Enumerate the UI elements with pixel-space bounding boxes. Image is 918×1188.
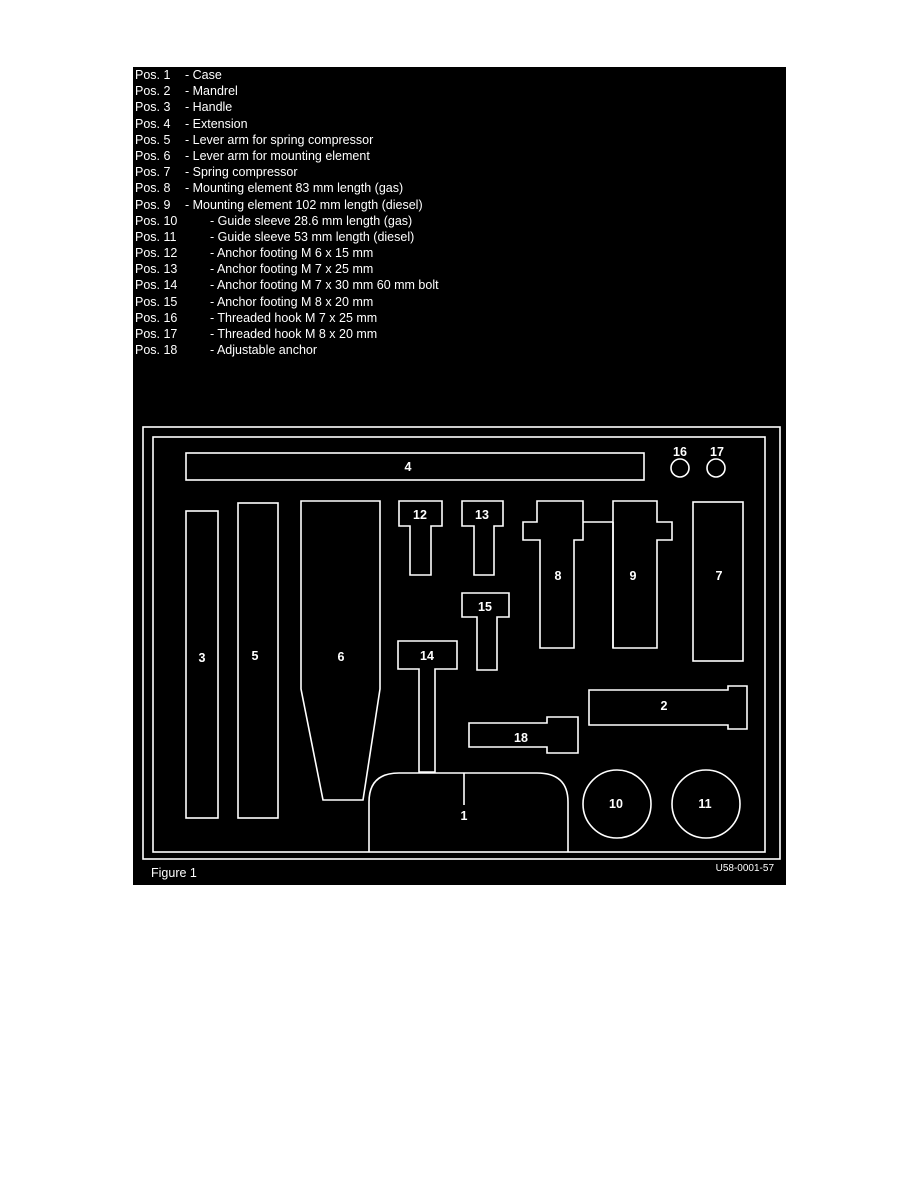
slot-anchor-footing-m6	[398, 500, 443, 576]
legend-pos: Pos. 17	[135, 327, 178, 341]
legend-pos: Pos. 4	[135, 116, 171, 131]
legend-item: Pos. 3 - Handle	[135, 99, 775, 115]
slot-anchor-footing-m8	[461, 592, 510, 671]
position-legend: Pos. 1 - Case Pos. 2 - Mandrel Pos. 3 - Han…	[135, 67, 775, 358]
legend-pos: Pos. 10	[135, 213, 178, 228]
slot-extension	[185, 452, 645, 481]
legend-pos: Pos. 15	[135, 294, 178, 309]
legend-pos: Pos. 8	[135, 181, 171, 196]
slot-lever-arm-spring	[237, 502, 279, 819]
label-18: 18	[514, 731, 528, 745]
slot-handle	[185, 510, 219, 819]
legend-desc: - Threaded hook M 8 x 20 mm	[210, 327, 378, 341]
legend-desc: - Extension	[185, 116, 248, 131]
slot-guide-sleeve-gas	[582, 769, 652, 839]
legend-item: Pos. 7 - Spring compressor	[135, 164, 775, 180]
legend-pos: Pos. 7	[135, 165, 171, 180]
legend-pos: Pos. 12	[135, 246, 178, 261]
legend-item: Pos. 6 - Lever arm for mounting element	[135, 148, 775, 164]
tool-case-figure: Pos. 1 - Case Pos. 2 - Mandrel Pos. 3 - Han…	[133, 67, 786, 885]
label-8: 8	[555, 569, 562, 583]
label-12: 12	[413, 508, 427, 522]
legend-item: Pos. 15 - Anchor footing M 8 x 20 mm	[135, 294, 775, 310]
legend-pos: Pos. 6	[135, 148, 171, 163]
slot-anchor-footing-m7	[461, 500, 504, 576]
legend-item: Pos. 12 - Anchor footing M 6 x 15 mm	[135, 245, 775, 261]
legend-pos: Pos. 13	[135, 262, 178, 277]
legend-pos: Pos. 2	[135, 84, 171, 99]
slot-anchor-footing-m7-bolt	[397, 640, 458, 773]
legend-desc: - Guide sleeve 53 mm length (diesel)	[210, 229, 415, 244]
legend-desc: - Mounting element 83 mm length (gas)	[185, 181, 404, 196]
slot-spring-compressor	[692, 501, 744, 662]
legend-desc: - Anchor footing M 8 x 20 mm	[210, 294, 374, 309]
legend-item: Pos. 9 - Mounting element 102 mm length (…	[135, 197, 775, 213]
slot-threaded-hook-m8	[706, 458, 726, 478]
label-17: 17	[710, 445, 724, 459]
label-6: 6	[338, 650, 345, 664]
legend-desc: - Anchor footing M 7 x 30 mm 60 mm bolt	[210, 278, 439, 293]
label-14: 14	[420, 649, 434, 663]
slot-lever-arm-mounting	[300, 500, 381, 801]
label-13: 13	[475, 508, 489, 522]
legend-pos: Pos. 18	[135, 343, 178, 358]
legend-item: Pos. 4 - Extension	[135, 116, 775, 132]
label-3: 3	[199, 651, 206, 665]
legend-item: Pos. 18 - Adjustable anchor	[135, 342, 775, 358]
legend-item: Pos. 17 - Threaded hook M 8 x 20 mm	[135, 326, 775, 342]
label-7: 7	[716, 569, 723, 583]
legend-desc: - Anchor footing M 7 x 25 mm	[210, 262, 374, 277]
legend-item: Pos. 14 - Anchor footing M 7 x 30 mm 60 m…	[135, 277, 775, 293]
legend-pos: Pos. 16	[135, 310, 178, 325]
legend-desc: - Threaded hook M 7 x 25 mm	[210, 310, 378, 325]
legend-pos: Pos. 1	[135, 68, 171, 82]
legend-pos: Pos. 5	[135, 132, 171, 147]
legend-desc: - Anchor footing M 6 x 15 mm	[210, 246, 374, 261]
slot-mandrel	[588, 685, 748, 730]
legend-desc: - Lever arm for mounting element	[185, 148, 370, 163]
label-5: 5	[252, 649, 259, 663]
legend-desc: - Handle	[185, 100, 233, 115]
slot-threaded-hook-m7	[670, 458, 690, 478]
case-center-recess	[368, 772, 569, 852]
legend-item: Pos. 5 - Lever arm for spring compressor	[135, 132, 775, 148]
legend-item: Pos. 13 - Anchor footing M 7 x 25 mm	[135, 261, 775, 277]
legend-item: Pos. 8 - Mounting element 83 mm length (g…	[135, 180, 775, 196]
label-9: 9	[630, 569, 637, 583]
legend-pos: Pos. 11	[135, 229, 177, 244]
legend-desc: - Lever arm for spring compressor	[185, 132, 374, 147]
legend-desc: - Mandrel	[185, 84, 238, 99]
legend-pos: Pos. 3	[135, 100, 171, 115]
case-outer-border	[142, 426, 781, 860]
legend-item: Pos. 1 - Case	[135, 67, 775, 83]
legend-item: Pos. 11 - Guide sleeve 53 mm length (dies…	[135, 229, 775, 245]
figure-code: U58-0001-57	[715, 863, 774, 874]
label-16: 16	[673, 445, 687, 459]
slot-adjustable-anchor	[468, 716, 579, 754]
legend-item: Pos. 10 - Guide sleeve 28.6 mm length (ga…	[135, 213, 775, 229]
label-15: 15	[478, 600, 492, 614]
slot-guide-sleeve-diesel	[671, 769, 741, 839]
case-inner-border	[152, 436, 766, 853]
figure-caption: Figure 1	[151, 866, 197, 880]
legend-desc: - Adjustable anchor	[210, 343, 318, 358]
legend-desc: - Case	[185, 68, 222, 82]
legend-item: Pos. 2 - Mandrel	[135, 83, 775, 99]
legend-desc: - Spring compressor	[185, 165, 298, 180]
legend-item: Pos. 16 - Threaded hook M 7 x 25 mm	[135, 310, 775, 326]
label-1: 1	[461, 809, 468, 823]
legend-desc: - Guide sleeve 28.6 mm length (gas)	[210, 213, 413, 228]
label-10: 10	[609, 797, 623, 811]
legend-desc: - Mounting element 102 mm length (diesel…	[185, 197, 423, 212]
label-4: 4	[405, 460, 412, 474]
label-11: 11	[698, 797, 711, 811]
legend-pos: Pos. 14	[135, 278, 178, 293]
label-2: 2	[661, 699, 668, 713]
slot-mounting-elements	[522, 500, 673, 649]
legend-pos: Pos. 9	[135, 197, 171, 212]
tool-tray-diagram: 4 16 17 3 5 6 12 13 15 14 8 9 7 2 18 1 1…	[142, 426, 781, 860]
